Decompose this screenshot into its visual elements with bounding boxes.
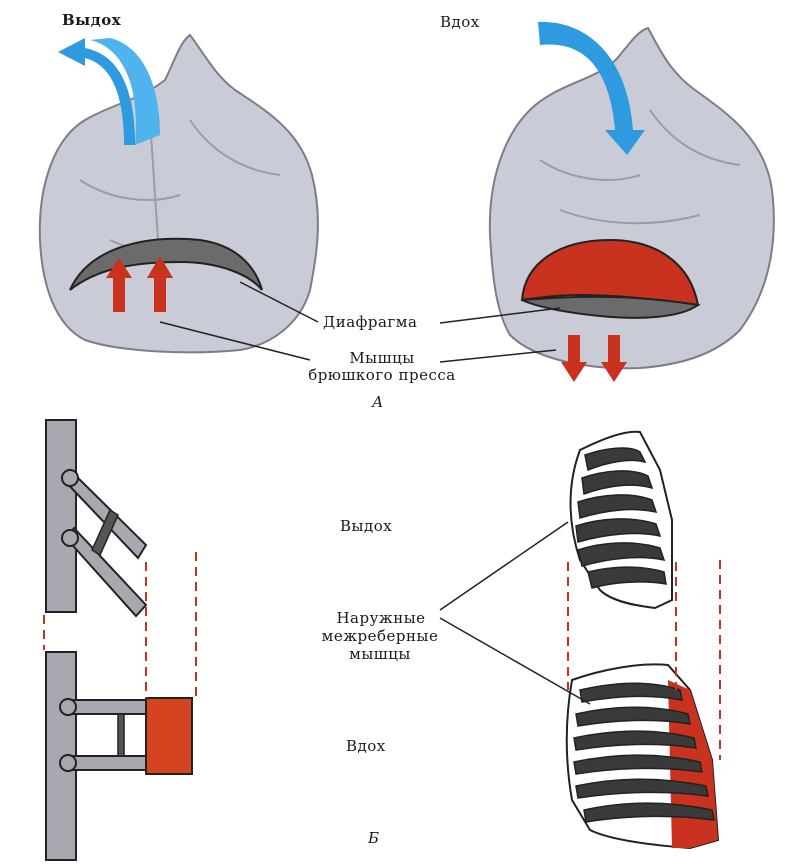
inhale-label-bottom: Вдох <box>346 737 386 755</box>
inhale-label-top: Вдох <box>440 13 480 31</box>
air-in-arrow <box>538 21 645 155</box>
panel-letter-b: Б <box>368 829 380 847</box>
abdominal-label-line1: Мышцы <box>349 349 415 367</box>
diaphragm-label: Диафрагма <box>323 313 418 331</box>
leader-lines-top <box>159 281 561 363</box>
diaphragm-inhale <box>520 238 701 319</box>
exhale-label-top: Выдох <box>62 11 122 29</box>
exhale-label-bottom: Выдох <box>340 517 393 535</box>
muscles-label-line1: Наружные <box>336 609 426 627</box>
air-out-arrow <box>58 38 160 145</box>
leader-lines-bottom <box>439 521 591 705</box>
muscles-label-line3: мышцы <box>349 645 411 663</box>
diaphragm-exhale <box>69 237 263 291</box>
torso-exhale <box>38 33 319 354</box>
ribcage-exhale <box>569 430 673 610</box>
ribcage-inhale <box>565 560 721 850</box>
panel-letter-a: А <box>372 393 384 411</box>
abdominal-arrows-down <box>561 335 627 382</box>
abdominal-label-line2: брюшкого пресса <box>308 366 456 384</box>
mechanical-model <box>43 419 197 861</box>
muscles-label-line2: межреберные <box>321 627 439 645</box>
abdominal-arrows-up <box>106 256 173 312</box>
